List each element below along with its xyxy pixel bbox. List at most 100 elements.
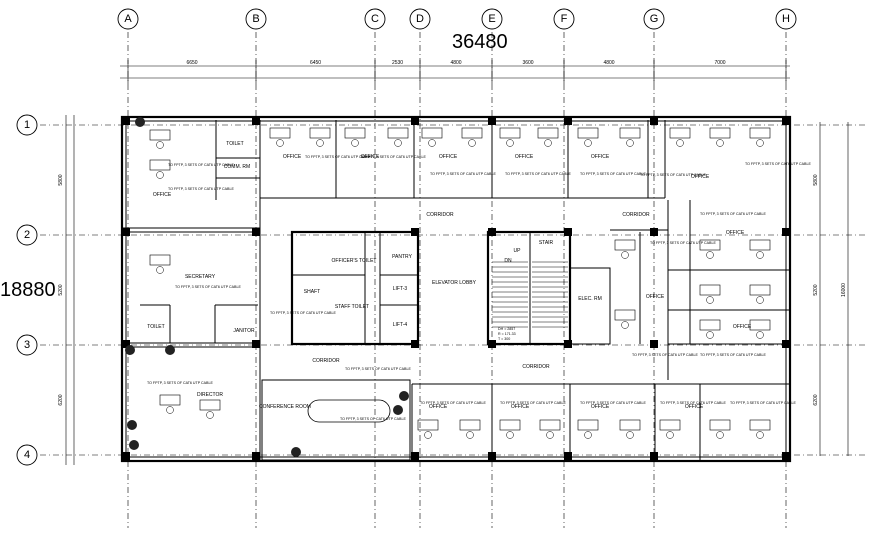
right-total-value: 16000 xyxy=(841,283,847,297)
room-corridor-left: CORRIDOR xyxy=(312,358,340,364)
desk xyxy=(749,284,771,296)
grid-bubble-col xyxy=(117,8,139,30)
chair xyxy=(716,139,724,147)
cable-note: TO FPTP, 3 SETS OF CAT6 UTP CABLE xyxy=(730,401,796,405)
top-dimension-value: 6650 xyxy=(186,60,197,66)
plant-icon xyxy=(165,345,175,355)
cable-note: TO FPTP, 3 SETS OF CAT6 UTP CABLE xyxy=(345,367,411,371)
structural-column xyxy=(411,228,419,236)
right-dimension-value: 5200 xyxy=(813,284,819,295)
desk xyxy=(699,319,721,331)
chair xyxy=(676,139,684,147)
right-dimension-value: 6200 xyxy=(813,394,819,405)
cable-note: TO FPTP, 3 SETS OF CAT6 UTP CABLE xyxy=(700,212,766,216)
plant-icon xyxy=(291,447,301,457)
chair xyxy=(351,139,359,147)
cable-note: TO FPTP, 3 SETS OF CAT6 UTP CABLE xyxy=(430,172,496,176)
top-dimension-value: 7000 xyxy=(714,60,725,66)
chair xyxy=(394,139,402,147)
grid-bubble-row xyxy=(16,114,38,136)
stair-up-label: UP xyxy=(514,248,522,254)
structural-column xyxy=(782,228,790,236)
grid-bubble-col xyxy=(643,8,665,30)
left-dimension-value: 5200 xyxy=(58,284,64,295)
chair xyxy=(468,139,476,147)
structural-column xyxy=(252,340,260,348)
desk xyxy=(749,419,771,431)
left-dimension-value: 6200 xyxy=(58,394,64,405)
cable-note: TO FPTP, 3 SETS OF CAT6 UTP CABLE xyxy=(360,155,426,159)
structural-column xyxy=(122,340,130,348)
cable-note: TO FPTP, 3 SETS OF CAT6 UTP CABLE xyxy=(168,187,234,191)
desk xyxy=(149,129,171,141)
desk xyxy=(699,239,721,251)
plant-icon xyxy=(127,420,137,430)
room-lift-3: LIFT-3 xyxy=(393,286,408,292)
structural-column xyxy=(122,117,130,125)
cable-note: TO FPTP, 3 SETS OF CAT6 UTP CABLE xyxy=(420,401,486,405)
grid-label-row: 4 xyxy=(24,449,30,461)
structural-column xyxy=(411,340,419,348)
desk xyxy=(539,419,561,431)
structural-column xyxy=(252,117,260,125)
cable-note: TO FPTP, 3 SETS OF CAT6 UTP CABLE xyxy=(500,401,566,405)
chair xyxy=(706,296,714,304)
structural-column xyxy=(488,117,496,125)
chair xyxy=(626,139,634,147)
desk xyxy=(659,419,681,431)
room-office-b3: OFFICE xyxy=(591,404,610,410)
room-office-b1: OFFICE xyxy=(429,404,448,410)
grid-label-row: 1 xyxy=(24,119,30,131)
plant-icon xyxy=(135,117,145,127)
structural-column xyxy=(564,117,572,125)
chair xyxy=(756,331,764,339)
room-lift-4: LIFT-4 xyxy=(393,322,408,328)
grid-label-col: E xyxy=(488,13,495,25)
top-dimension-value: 3600 xyxy=(522,60,533,66)
room-elevator-lobby: ELEVATOR LOBBY xyxy=(432,280,477,286)
chair xyxy=(584,139,592,147)
chair xyxy=(756,296,764,304)
room-office-b4: OFFICE xyxy=(685,404,704,410)
room-secretary: SECRETARY xyxy=(185,274,216,280)
room-office-left: OFFICE xyxy=(153,192,172,198)
grid-label-col: D xyxy=(416,13,424,25)
right-dimension-value: 5800 xyxy=(813,174,819,185)
desk xyxy=(709,419,731,431)
chair xyxy=(428,139,436,147)
desk xyxy=(669,127,691,139)
cable-note: TO FPTP, 3 SETS OF CAT6 UTP CABLE xyxy=(632,353,698,357)
chair xyxy=(756,251,764,259)
right-dimension-chain xyxy=(819,122,849,456)
structural-column xyxy=(122,228,130,236)
room-corridor-bottom: CORRIDOR xyxy=(522,364,550,370)
desk xyxy=(749,319,771,331)
cable-note: TO FPTP, 3 SETS OF CAT6 UTP CABLE xyxy=(745,162,811,166)
columns-layer xyxy=(122,117,790,460)
chair xyxy=(466,431,474,439)
grid-bubble-col xyxy=(409,8,431,30)
outer-walls xyxy=(120,115,792,463)
structural-column xyxy=(564,452,572,460)
desk xyxy=(499,419,521,431)
chair xyxy=(276,139,284,147)
room-office-6: OFFICE xyxy=(691,174,710,180)
desk xyxy=(537,127,559,139)
structural-column xyxy=(411,117,419,125)
stair-note-1: DH = 2857 xyxy=(498,327,515,331)
room-office-r1: OFFICE xyxy=(646,294,665,300)
room-office-b2: OFFICE xyxy=(511,404,530,410)
desk xyxy=(199,399,221,411)
cable-note: TO FPTP, 3 SETS OF CAT6 UTP CABLE xyxy=(700,353,766,357)
structural-column xyxy=(411,452,419,460)
top-dimension-value: 4800 xyxy=(603,60,614,66)
chair xyxy=(156,171,164,179)
stair-dn-label: DN xyxy=(504,258,512,264)
chair xyxy=(706,251,714,259)
chair xyxy=(706,331,714,339)
desk xyxy=(417,419,439,431)
chair xyxy=(716,431,724,439)
chair xyxy=(546,431,554,439)
